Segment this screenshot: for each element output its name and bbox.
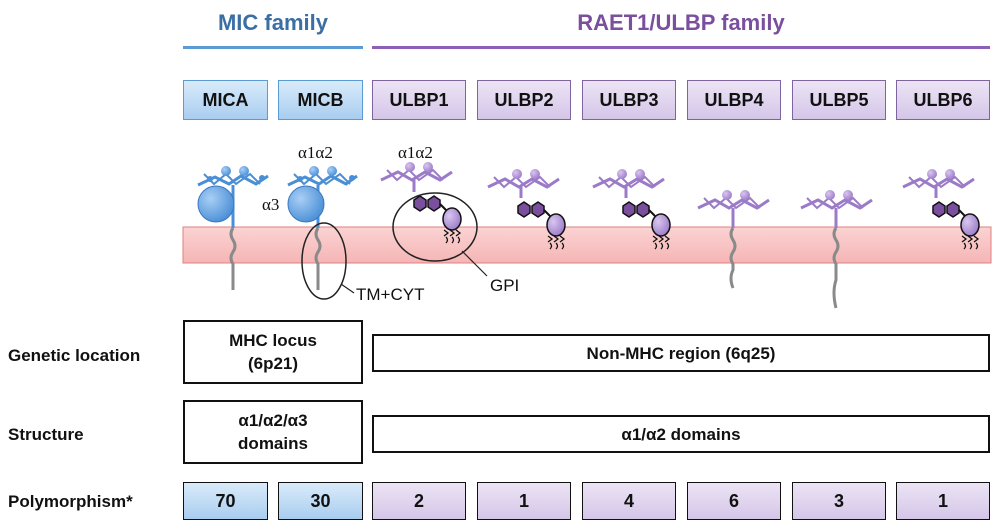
genetic-location-mic-line2: (6p21): [247, 354, 299, 373]
genetic-location-label: Genetic location: [8, 346, 141, 365]
polymorphism-ulbp2: 1: [477, 482, 571, 520]
polymorphism-ulbp6: 1: [896, 482, 990, 520]
genetic-location-raet-box: Non-MHC region (6q25): [372, 334, 990, 372]
polymorphism-label: Polymorphism*: [8, 492, 133, 511]
structure-label: Structure: [8, 425, 84, 444]
gene-box-ulbp4: ULBP4: [687, 80, 781, 120]
micb-a3-label: α3: [262, 195, 279, 214]
gpi-label: GPI: [490, 276, 519, 295]
genetic-location-mic-line1: MHC locus: [229, 331, 317, 350]
gene-box-ulbp2: ULBP2: [477, 80, 571, 120]
mic-family-title: MIC family: [217, 10, 329, 35]
micb-a1a2-label: α1α2: [298, 143, 333, 162]
polymorphism-ulbp5: 3: [792, 482, 886, 520]
structure-mic-line1: α1/α2/α3: [238, 411, 308, 430]
raet-family-line: [372, 46, 990, 49]
tm-cyt-circle: [301, 222, 347, 300]
raet-family-title: RAET1/ULBP family: [577, 10, 785, 35]
polymorphism-ulbp1: 2: [372, 482, 466, 520]
mic-family-line: [183, 46, 363, 49]
cell-membrane: [182, 226, 992, 264]
ulbp1-a1a2-label: α1α2: [398, 143, 433, 162]
polymorphism-ulbp3: 4: [582, 482, 676, 520]
gene-box-ulbp5: ULBP5: [792, 80, 886, 120]
mica-molecule: [197, 166, 269, 290]
gene-box-ulbp1: ULBP1: [372, 80, 466, 120]
gene-box-micb: MICB: [278, 80, 363, 120]
ulbp4-molecule: [697, 190, 770, 289]
tm-cyt-label: TM+CYT: [356, 285, 424, 304]
molecule-diagram: α1α2 α3 α1α2: [182, 143, 992, 309]
ulbp1-molecule: α1α2: [380, 143, 488, 277]
structure-mic-box: α1/α2/α3 domains: [183, 400, 363, 464]
ulbp2-molecule: [487, 169, 566, 250]
gpi-circle: [392, 192, 478, 262]
ulbp5-molecule: [800, 190, 873, 309]
gene-box-ulbp3: ULBP3: [582, 80, 676, 120]
polymorphism-ulbp4: 6: [687, 482, 781, 520]
genetic-location-mic-box: MHC locus (6p21): [183, 320, 363, 384]
structure-mic-line2: domains: [238, 434, 308, 453]
gene-box-mica: MICA: [183, 80, 268, 120]
ulbp6-molecule: [902, 169, 980, 250]
gene-box-ulbp6: ULBP6: [896, 80, 990, 120]
polymorphism-mica: 70: [183, 482, 268, 520]
ulbp3-molecule: [592, 169, 671, 250]
structure-raet-box: α1/α2 domains: [372, 415, 990, 453]
polymorphism-micb: 30: [278, 482, 363, 520]
micb-molecule: α1α2 α3: [262, 143, 358, 300]
